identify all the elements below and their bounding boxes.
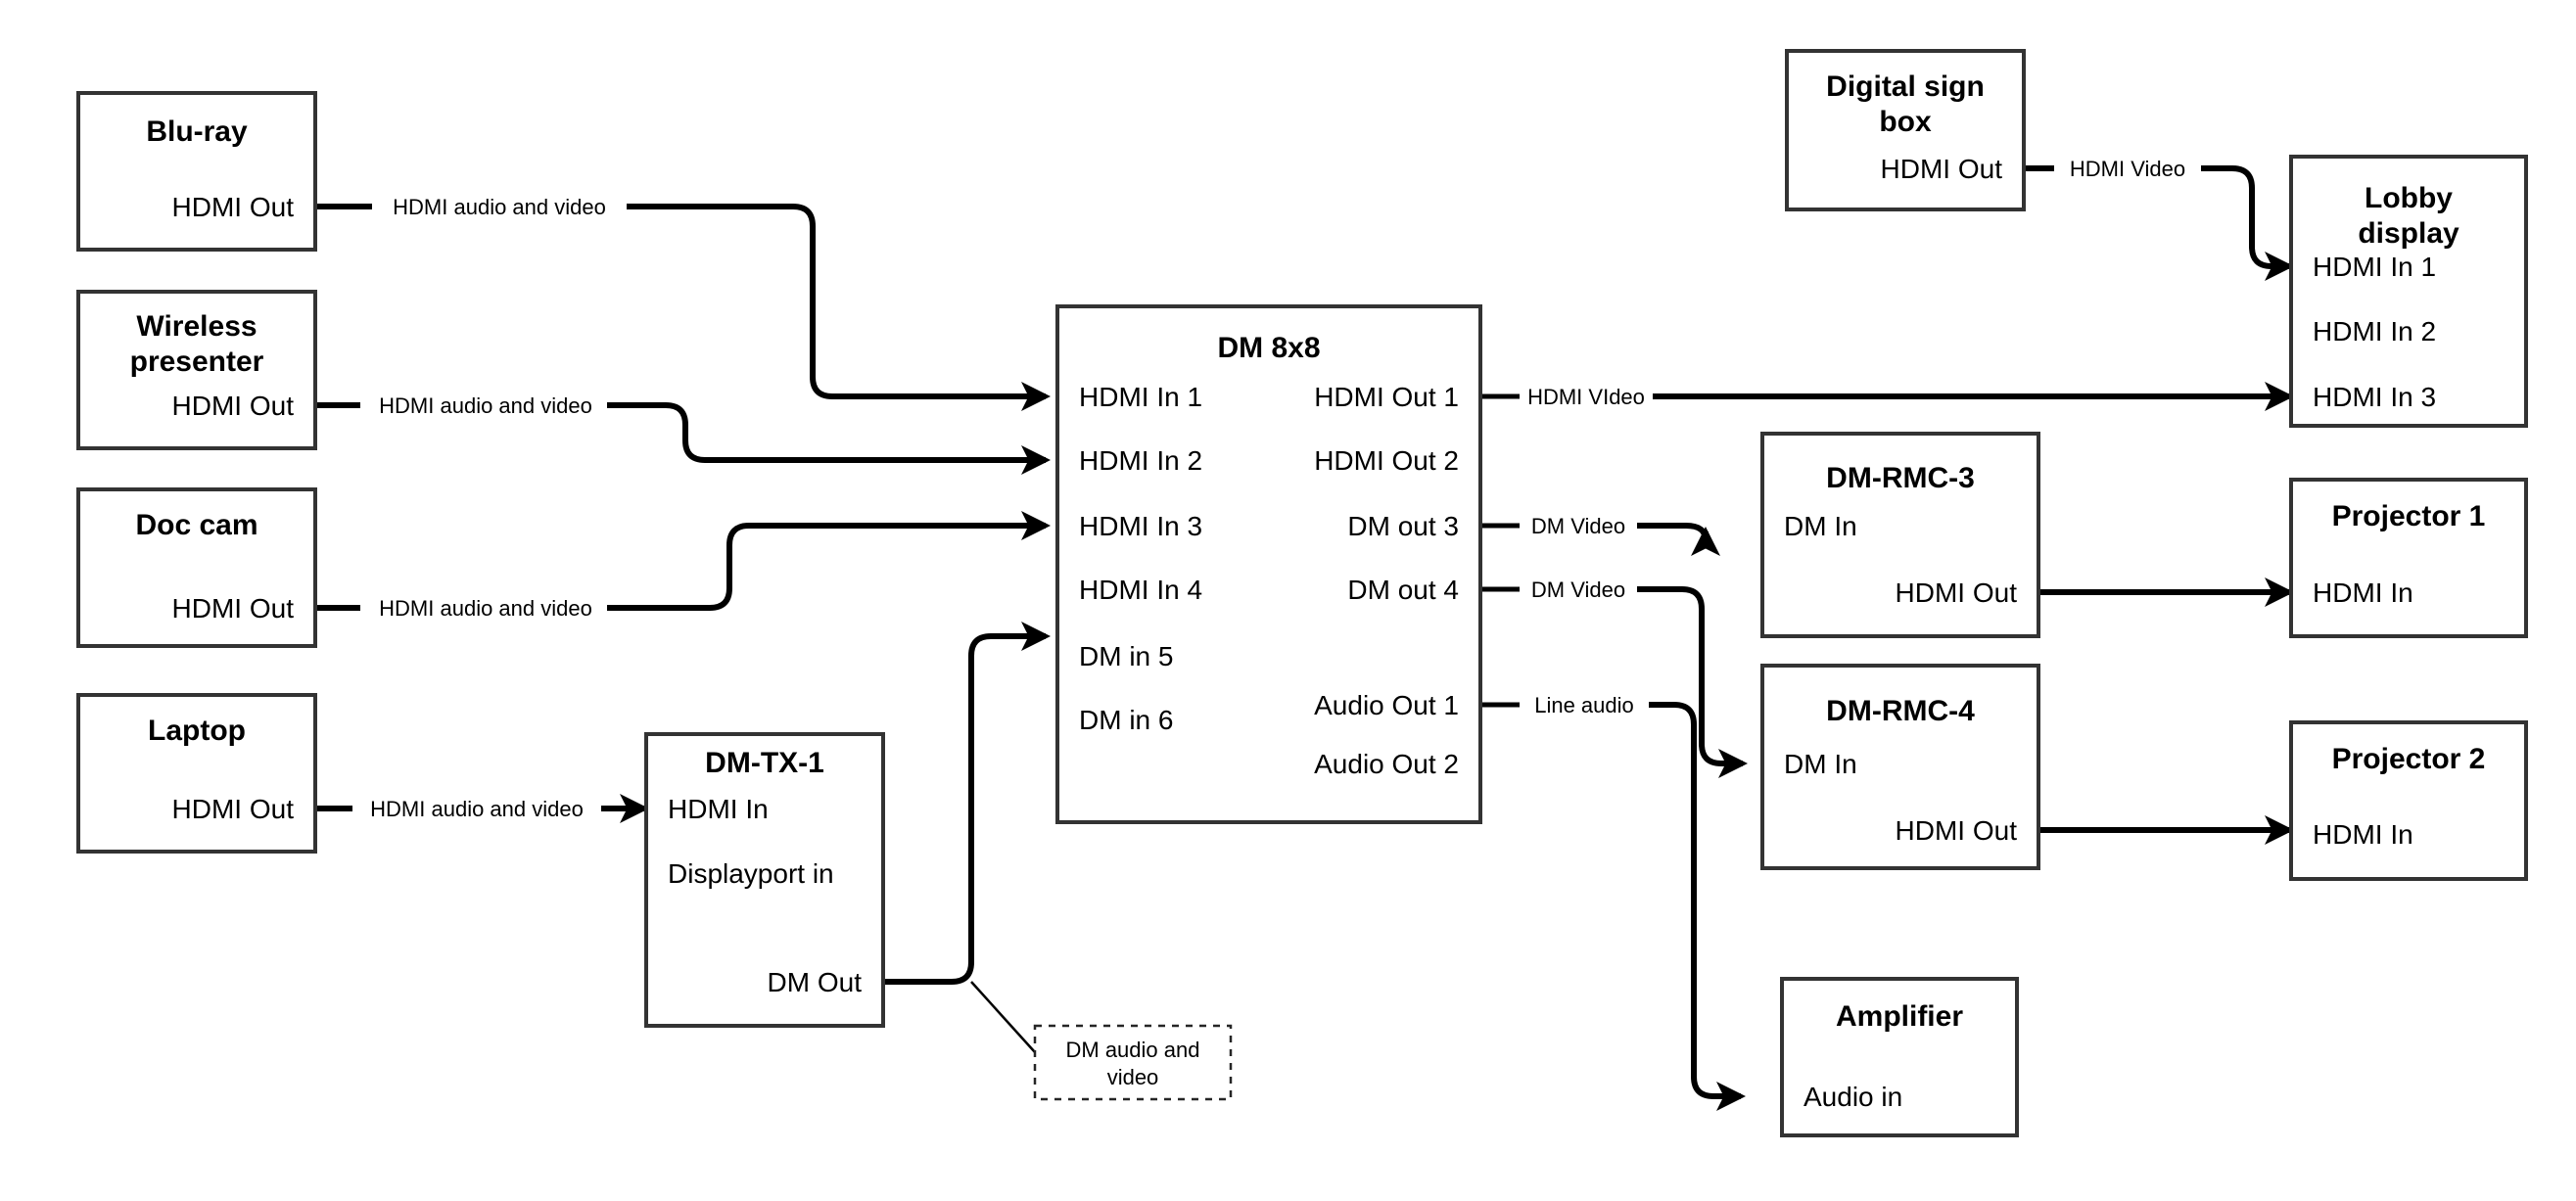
port-dm8x8-hdmi-in-1: HDMI In 1 — [1079, 382, 1202, 412]
edge-wireless-to-dm8x8: HDMI audio and video — [315, 393, 1051, 475]
node-projector-1[interactable]: Projector 1 HDMI In — [2289, 478, 2528, 638]
port-dmtx1-dm-out: DM Out — [768, 967, 863, 997]
node-dm-8x8[interactable]: DM 8x8 HDMI In 1 HDMI In 2 HDMI In 3 HDM… — [1055, 304, 1482, 824]
edge-dm8x8-to-rmc4: DM Video — [1480, 577, 1748, 778]
edge-dm8x8-to-lobby: HDMI VIdeo — [1480, 382, 2294, 411]
node-laptop[interactable]: Laptop HDMI Out — [76, 693, 317, 854]
port-rmc4-hdmi-out: HDMI Out — [1896, 815, 2018, 846]
node-title-rmc3: DM-RMC-3 — [1826, 462, 1975, 494]
edge-label-wireless: HDMI audio and video — [379, 393, 592, 418]
node-title-lobby-line2: display — [2358, 217, 2459, 250]
port-projector2-hdmi-in: HDMI In — [2313, 819, 2413, 850]
port-amplifier-audio-in: Audio in — [1803, 1082, 1902, 1112]
edge-doccam-to-dm8x8: HDMI audio and video — [315, 511, 1051, 621]
port-dm8x8-hdmi-in-4: HDMI In 4 — [1079, 575, 1202, 605]
node-bluray[interactable]: Blu-ray HDMI Out — [76, 91, 317, 252]
node-dm-rmc-3[interactable]: DM-RMC-3 DM In HDMI Out — [1760, 432, 2040, 638]
node-title-dmtx1: DM-TX-1 — [705, 747, 824, 779]
port-dm8x8-hdmi-in-2: HDMI In 2 — [1079, 445, 1202, 476]
port-doccam-hdmi-out: HDMI Out — [172, 593, 295, 624]
port-dm8x8-hdmi-out-2: HDMI Out 2 — [1314, 445, 1459, 476]
port-dmtx1-hdmi-in: HDMI In — [668, 794, 769, 824]
port-bluray-hdmi-out: HDMI Out — [172, 192, 295, 222]
port-laptop-hdmi-out: HDMI Out — [172, 794, 295, 824]
node-title-bluray: Blu-ray — [146, 115, 248, 148]
edge-signbox-to-lobby: HDMI Video — [2024, 157, 2294, 281]
port-dmtx1-displayport-in: Displayport in — [668, 858, 834, 889]
node-projector-2[interactable]: Projector 2 HDMI In — [2289, 720, 2528, 881]
node-dm-tx-1[interactable]: DM-TX-1 HDMI In Displayport in DM Out — [644, 732, 885, 1028]
port-lobby-hdmi-in-3: HDMI In 3 — [2313, 382, 2436, 412]
edge-label-bluray: HDMI audio and video — [393, 195, 606, 219]
edge-dmtx1-to-dm8x8 — [883, 622, 1051, 1053]
edge-label-hdmi-video-out1: HDMI VIdeo — [1527, 385, 1645, 409]
port-signbox-hdmi-out: HDMI Out — [1881, 154, 2003, 184]
port-rmc3-dm-in: DM In — [1784, 511, 1857, 541]
node-title-wireless-line2: presenter — [130, 346, 264, 378]
callout-leader-line — [970, 981, 1036, 1053]
node-doc-cam[interactable]: Doc cam HDMI Out — [76, 487, 317, 648]
node-title-projector2: Projector 2 — [2332, 743, 2486, 775]
port-dm8x8-dm-out-4: DM out 4 — [1347, 575, 1459, 605]
node-title-wireless-line1: Wireless — [136, 310, 257, 343]
node-title-projector1: Projector 1 — [2332, 500, 2486, 532]
edge-dm8x8-to-amplifier: Line audio — [1480, 693, 1746, 1111]
node-amplifier[interactable]: Amplifier Audio in — [1780, 977, 2019, 1137]
port-dm8x8-hdmi-out-1: HDMI Out 1 — [1314, 382, 1459, 412]
node-lobby-display[interactable]: Lobby display HDMI In 1 HDMI In 2 HDMI I… — [2289, 155, 2528, 428]
port-lobby-hdmi-in-2: HDMI In 2 — [2313, 316, 2436, 346]
port-rmc3-hdmi-out: HDMI Out — [1896, 577, 2018, 608]
node-title-rmc4: DM-RMC-4 — [1826, 695, 1975, 727]
port-projector1-hdmi-in: HDMI In — [2313, 577, 2413, 608]
edge-label-dm-video-out4: DM Video — [1531, 577, 1625, 602]
node-digital-sign-box[interactable]: Digital sign box HDMI Out — [1785, 49, 2026, 211]
port-lobby-hdmi-in-1: HDMI In 1 — [2313, 252, 2436, 282]
port-dm8x8-audio-out-1: Audio Out 1 — [1314, 690, 1459, 720]
node-title-lobby-line1: Lobby — [2365, 182, 2453, 214]
edge-label-signbox: HDMI Video — [2070, 157, 2185, 181]
port-dm8x8-audio-out-2: Audio Out 2 — [1314, 749, 1459, 779]
node-title-laptop: Laptop — [148, 715, 246, 747]
port-dm8x8-dm-in-5: DM in 5 — [1079, 641, 1173, 671]
node-title-amplifier: Amplifier — [1836, 1000, 1963, 1033]
edge-dm8x8-to-rmc3: DM Video — [1480, 514, 1720, 556]
edge-label-dm-video-out3: DM Video — [1531, 514, 1625, 538]
node-title-dm8x8: DM 8x8 — [1217, 332, 1320, 364]
callout-text-line2: video — [1107, 1065, 1159, 1089]
edge-bluray-to-dm8x8: HDMI audio and video — [315, 195, 1051, 411]
node-dm-rmc-4[interactable]: DM-RMC-4 DM In HDMI Out — [1760, 664, 2040, 870]
node-title-signbox-line2: box — [1879, 106, 1932, 138]
edge-laptop-to-dmtx1: HDMI audio and video — [315, 794, 649, 823]
callout-dm-audio-and-video: DM audio and video — [1033, 1024, 1233, 1101]
port-dm8x8-hdmi-in-3: HDMI In 3 — [1079, 511, 1202, 541]
node-title-signbox-line1: Digital sign — [1826, 70, 1985, 103]
node-title-doccam: Doc cam — [135, 509, 258, 541]
port-rmc4-dm-in: DM In — [1784, 749, 1857, 779]
port-dm8x8-dm-out-3: DM out 3 — [1347, 511, 1459, 541]
edge-label-laptop: HDMI audio and video — [370, 797, 584, 821]
node-wireless-presenter[interactable]: Wireless presenter HDMI Out — [76, 290, 317, 450]
port-wireless-hdmi-out: HDMI Out — [172, 391, 295, 421]
edge-label-line-audio: Line audio — [1534, 693, 1634, 717]
port-dm8x8-dm-in-6: DM in 6 — [1079, 705, 1173, 735]
callout-text-line1: DM audio and — [1066, 1038, 1200, 1062]
edge-label-doccam: HDMI audio and video — [379, 596, 592, 621]
